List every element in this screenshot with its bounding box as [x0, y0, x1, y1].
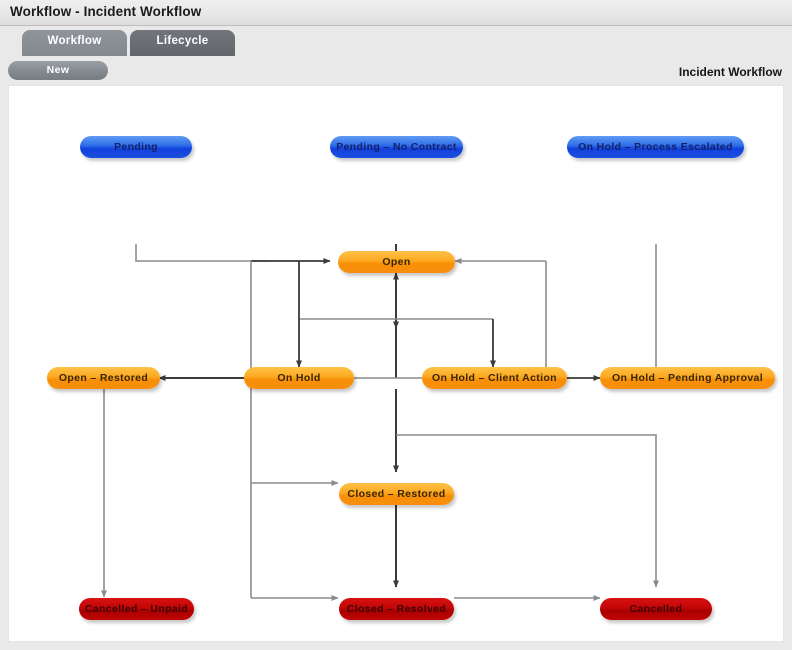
workflow-node-closed-restored[interactable]: Closed – Restored — [339, 483, 454, 505]
workflow-node-label: Cancelled — [629, 603, 683, 615]
tab-workflow[interactable]: Workflow — [22, 30, 127, 56]
workflow-node-label: Pending – No Contract — [336, 141, 457, 153]
action-toolbar: New Incident Workflow — [0, 57, 792, 85]
tab-lifecycle[interactable]: Lifecycle — [130, 30, 235, 56]
workflow-node-pending-no-contract[interactable]: Pending – No Contract — [330, 136, 463, 158]
workflow-node-pending[interactable]: Pending — [80, 136, 192, 158]
workflow-node-cancelled-unpaid[interactable]: Cancelled – Unpaid — [79, 598, 194, 620]
workflow-node-cancelled[interactable]: Cancelled — [600, 598, 712, 620]
page-title: Workflow - Incident Workflow — [10, 4, 202, 19]
workflow-edges — [101, 244, 659, 601]
new-button[interactable]: New — [8, 61, 108, 80]
tab-workflow-label: Workflow — [47, 35, 102, 47]
workflow-node-label: On Hold – Process Escalated — [578, 141, 733, 153]
tab-lifecycle-label: Lifecycle — [156, 35, 209, 47]
workflow-node-label: On Hold — [277, 372, 321, 384]
workflow-node-label: Pending — [114, 141, 158, 153]
new-button-label: New — [46, 64, 70, 76]
workflow-node-label: Open – Restored — [58, 372, 149, 384]
window-titlebar: Workflow - Incident Workflow — [0, 0, 792, 26]
tab-strip: Workflow Lifecycle — [0, 26, 792, 83]
workflow-node-label: On Hold – Pending Approval — [611, 372, 764, 384]
workflow-node-label: Closed – Resolved — [346, 603, 447, 615]
workflow-node-open[interactable]: Open — [338, 251, 455, 273]
workflow-node-label: On Hold – Client Action — [432, 372, 557, 384]
workflow-node-open-restored[interactable]: Open – Restored — [47, 367, 160, 389]
workflow-node-on-hold-client[interactable]: On Hold – Client Action — [422, 367, 567, 389]
workflow-node-on-hold-approval[interactable]: On Hold – Pending Approval — [600, 367, 775, 389]
workflow-node-label: Open — [382, 256, 411, 268]
workflow-canvas[interactable]: Pending Pending – No Contract On Hold – Pr… — [8, 85, 784, 642]
workflow-node-on-hold-escalated[interactable]: On Hold – Process Escalated — [567, 136, 744, 158]
workflow-node-label: Cancelled – Unpaid — [84, 603, 189, 615]
workflow-node-closed-resolved[interactable]: Closed – Resolved — [339, 598, 454, 620]
workflow-node-label: Closed – Restored — [347, 488, 446, 500]
workflow-node-on-hold[interactable]: On Hold — [244, 367, 354, 389]
workflow-name-caption: Incident Workflow — [678, 65, 782, 79]
